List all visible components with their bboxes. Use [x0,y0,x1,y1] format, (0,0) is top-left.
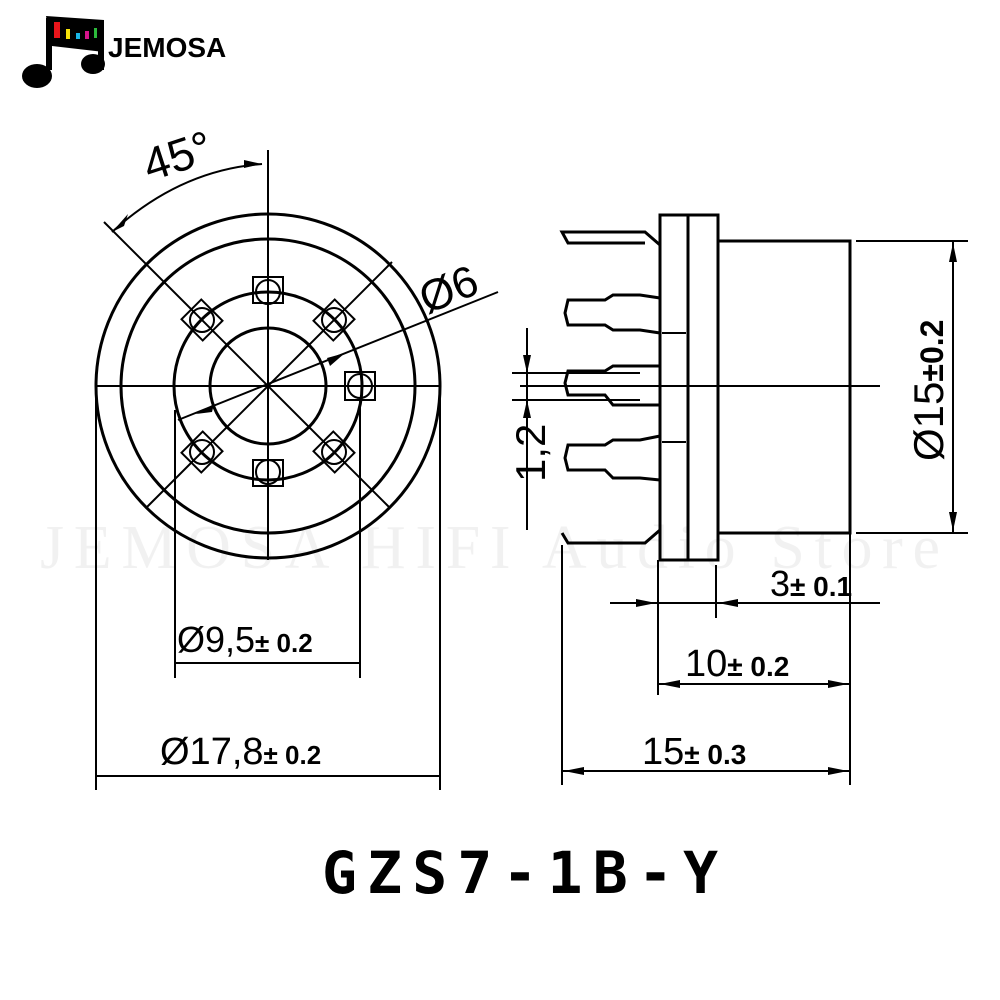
side-view: 1,2 Ø15±0.2 3± 0.1 10± 0.2 15± 0.3 [507,213,968,785]
brand-name: JEMOSA [108,32,226,63]
pin-icon [559,230,661,545]
pin-icon [180,276,376,487]
inner-diameter-label: Ø9,5± 0.2 [177,619,313,660]
outer-diameter-label: Ø17,8± 0.2 [160,731,321,773]
flange-thickness-label: 3± 0.1 [770,563,852,604]
brand-logo: JEMOSA [22,16,226,88]
music-note-icon [22,16,105,88]
front-view: 45° Ø6 Ø9,5± 0.2 Ø17,8± 0.2 [94,120,499,790]
pin-pitch-label: 1,2 [507,424,554,482]
angle-label: 45° [136,120,218,191]
body-diameter-label: Ø15±0.2 [905,320,952,461]
model-title: GZS7-1B-Y [322,839,718,907]
body-length-label: 10± 0.2 [685,643,789,685]
overall-length-label: 15± 0.3 [642,731,746,773]
watermark: JEMOSA HIFI Audio Store [40,514,940,582]
